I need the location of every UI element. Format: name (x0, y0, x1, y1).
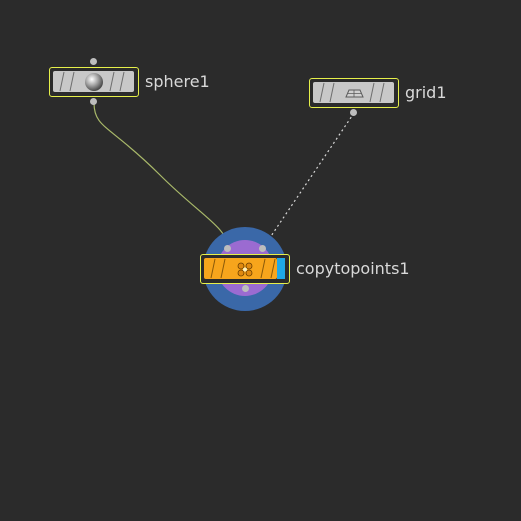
input-port-right[interactable] (259, 245, 266, 252)
sphere-icon (85, 73, 103, 91)
output-port[interactable] (350, 109, 357, 116)
input-port-left[interactable] (224, 245, 231, 252)
copy-to-points-icon (237, 262, 253, 277)
input-port[interactable] (90, 58, 97, 65)
node-label: grid1 (405, 83, 447, 102)
node-body[interactable] (309, 78, 399, 108)
node-label: copytopoints1 (296, 259, 410, 278)
output-port[interactable] (242, 285, 249, 292)
node-body[interactable] (49, 67, 139, 97)
wire-grid1-to-copytopoints1[interactable] (262, 112, 355, 249)
display-flag[interactable] (277, 258, 285, 279)
output-port[interactable] (90, 98, 97, 105)
grid-icon (345, 89, 364, 98)
node-label: sphere1 (145, 72, 210, 91)
wire-sphere1-to-copytopoints1[interactable] (93, 102, 229, 249)
node-body[interactable] (200, 254, 290, 284)
